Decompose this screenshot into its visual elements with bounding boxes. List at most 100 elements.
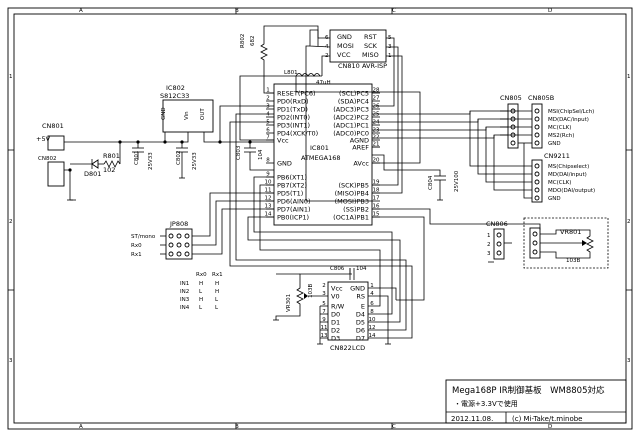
c803-value: 104 [258,149,264,160]
power-input-label: +5V [36,135,51,143]
lcd-left-pin-num: 13 [321,333,328,339]
truth-row-rx0: H [199,297,203,303]
cn805b-body [531,103,543,149]
cn805-pin-3: MC(CLK) [548,125,571,131]
truth-row-rx1: L [215,297,219,303]
row-label-1-left: 1 [9,74,13,80]
jp808-pin-circle [168,233,174,239]
r802-ref: R802 [240,34,246,48]
power-junctions [68,140,252,172]
led-d801 [91,159,99,169]
lcd-right-pin-num: 12 [369,325,376,331]
mcu-left-pin-name: PB6(XT1) [277,174,307,182]
connector-cn9211: CN9211 MS(Chipselect) MD(DAI/input) MC(C… [531,152,595,203]
c804-ref: C804 [428,175,434,190]
sheet-border-outer [7,7,633,430]
lcd-left-pin-num: 3 [322,291,326,297]
mcu-right-pin-num: 27 [373,96,380,102]
cn805-pin-circle [510,140,516,146]
jp808-label-stmono: ST/mono [131,234,156,240]
lcd-right-label: D6 [356,327,365,335]
mcu-left-pin-num: 10 [265,180,272,186]
cn9211-pin-circle [534,195,540,201]
regulator-part: S812C33 [160,92,189,100]
mcu-left-pin-num: 5 [266,120,270,126]
cn9211-body [531,159,543,203]
truth-row-name: IN2 [180,289,189,295]
title-copyright: (c) Mi-Take/t.minobe [512,415,582,423]
lcd-right-pin-num: 1 [370,283,374,289]
mcu-left-pin-num: 4 [266,112,270,118]
lcd-wiring [229,113,413,345]
mcu-right-pin-name: (SDA)PC4 [338,98,369,106]
mcu-left-pin-name: PD5(T1) [277,190,303,198]
vr801-pin-circle [532,231,538,237]
lcd-left-label: R/W [331,303,345,311]
mcu-left-pin-name: PD6(AIN0) [277,198,311,206]
mcu-right-pin-num: 23 [373,128,380,134]
cn801-body [47,135,65,151]
lcd-left-label: Vcc [331,285,343,293]
vr301-ref: VR301 [286,294,292,312]
cn802-ref: CN802 [38,156,56,162]
lcd-right-pin-num: 6 [370,301,374,307]
cn9211-pin-4: MDO(DAI/output) [548,188,595,194]
col-label-c-top: C [392,8,396,14]
isp-ref: CN810 [338,62,360,70]
cn806-pin-2: 2 [487,242,491,248]
mcu-right-pin-name: (MISO)PB4 [335,190,369,198]
lcd-right-label: GND [350,285,365,293]
capacitor-c801: C801 25V33 [132,147,154,170]
connector-cn805: CN805 CN805B MSI(ChipSel/Lch) MD(DAC/inp… [500,94,594,149]
title-block: Mega168P IR制御基板 WM8805対応 ・電源+3.3Vで使用 201… [445,379,627,424]
isp-label-vcc: VCC [337,51,351,59]
lcd-left-pin-num: 7 [322,309,326,315]
cn805-pin-5: GND [548,141,561,147]
truth-row-rx0: L [199,305,203,311]
vr801-pin-circle [532,240,538,246]
mcu-right-pin-name: (MOSI)PB3 [335,198,369,206]
row-label-1-right: 1 [627,74,631,80]
cn9211-pin-circle [534,163,540,169]
resistor-r802: R802 682 [240,34,268,64]
mcu-right-pin-num: 28 [373,88,380,94]
vr801-ref: VR801 [560,228,581,236]
cn801-ref: CN801 [42,122,64,130]
mcu-right-pin-num: 18 [373,188,380,194]
capacitor-c806: C806 104 [330,266,367,280]
row-label-3-left: 3 [9,358,13,364]
mcu-right-pins: 28(SCL)PC527(SDA)PC426(ADC3)PC325(ADC2)P… [333,88,380,222]
c806-ref: C806 [330,266,345,272]
cn9211-pin-2: MD(DAI/input) [548,172,587,178]
lcd-right-label: E [361,303,365,311]
sheet-border-inner [13,13,627,424]
isp-label-mosi: MOSI [337,42,354,50]
mcu-left-pin-num: 3 [266,104,270,110]
mcu-right-pin-name: (OC1A)PB1 [333,214,369,222]
lcd-left-label: D1 [331,319,340,327]
mcu-left-pin-name: PB7(XT2) [277,182,307,190]
power-input: CN801 +5V CN802 D801 R801 102 [36,122,121,187]
lcd-right-pin-num: 14 [369,333,376,339]
power-wiring [64,105,443,201]
truth-row-name: IN4 [180,305,190,311]
regulator-pin-vin: Vin [184,111,190,120]
mcu-left-pin-num: 13 [265,204,272,210]
mcu-right-pin-name: AVcc [353,160,369,168]
jumper-jp808: JP808 ST/mono Rx0 Rx1 [131,192,274,260]
cn806-pin-3: 3 [487,251,491,257]
cn806-pin-1: 1 [487,233,491,239]
mcu-left-pin-name: PD1(TxD) [277,106,308,114]
mcu-left-pin-name: PD7(AIN1) [277,206,311,214]
c802-value: 25V33 [192,152,198,170]
mcu-left-pin-num: 1 [266,88,270,94]
regulator-ic802: IC802 S812C33 GND Vin OUT [160,84,214,133]
d801-ref: D801 [84,170,101,178]
truth-row-rx1: L [215,305,219,311]
top-wiring [239,25,421,202]
mcu-right-pin-num: 16 [373,204,380,210]
lcd-part: LCD [352,344,365,352]
mcu-left-pin-num: 9 [266,172,270,178]
title-date: 2012.11.08. [451,415,493,423]
